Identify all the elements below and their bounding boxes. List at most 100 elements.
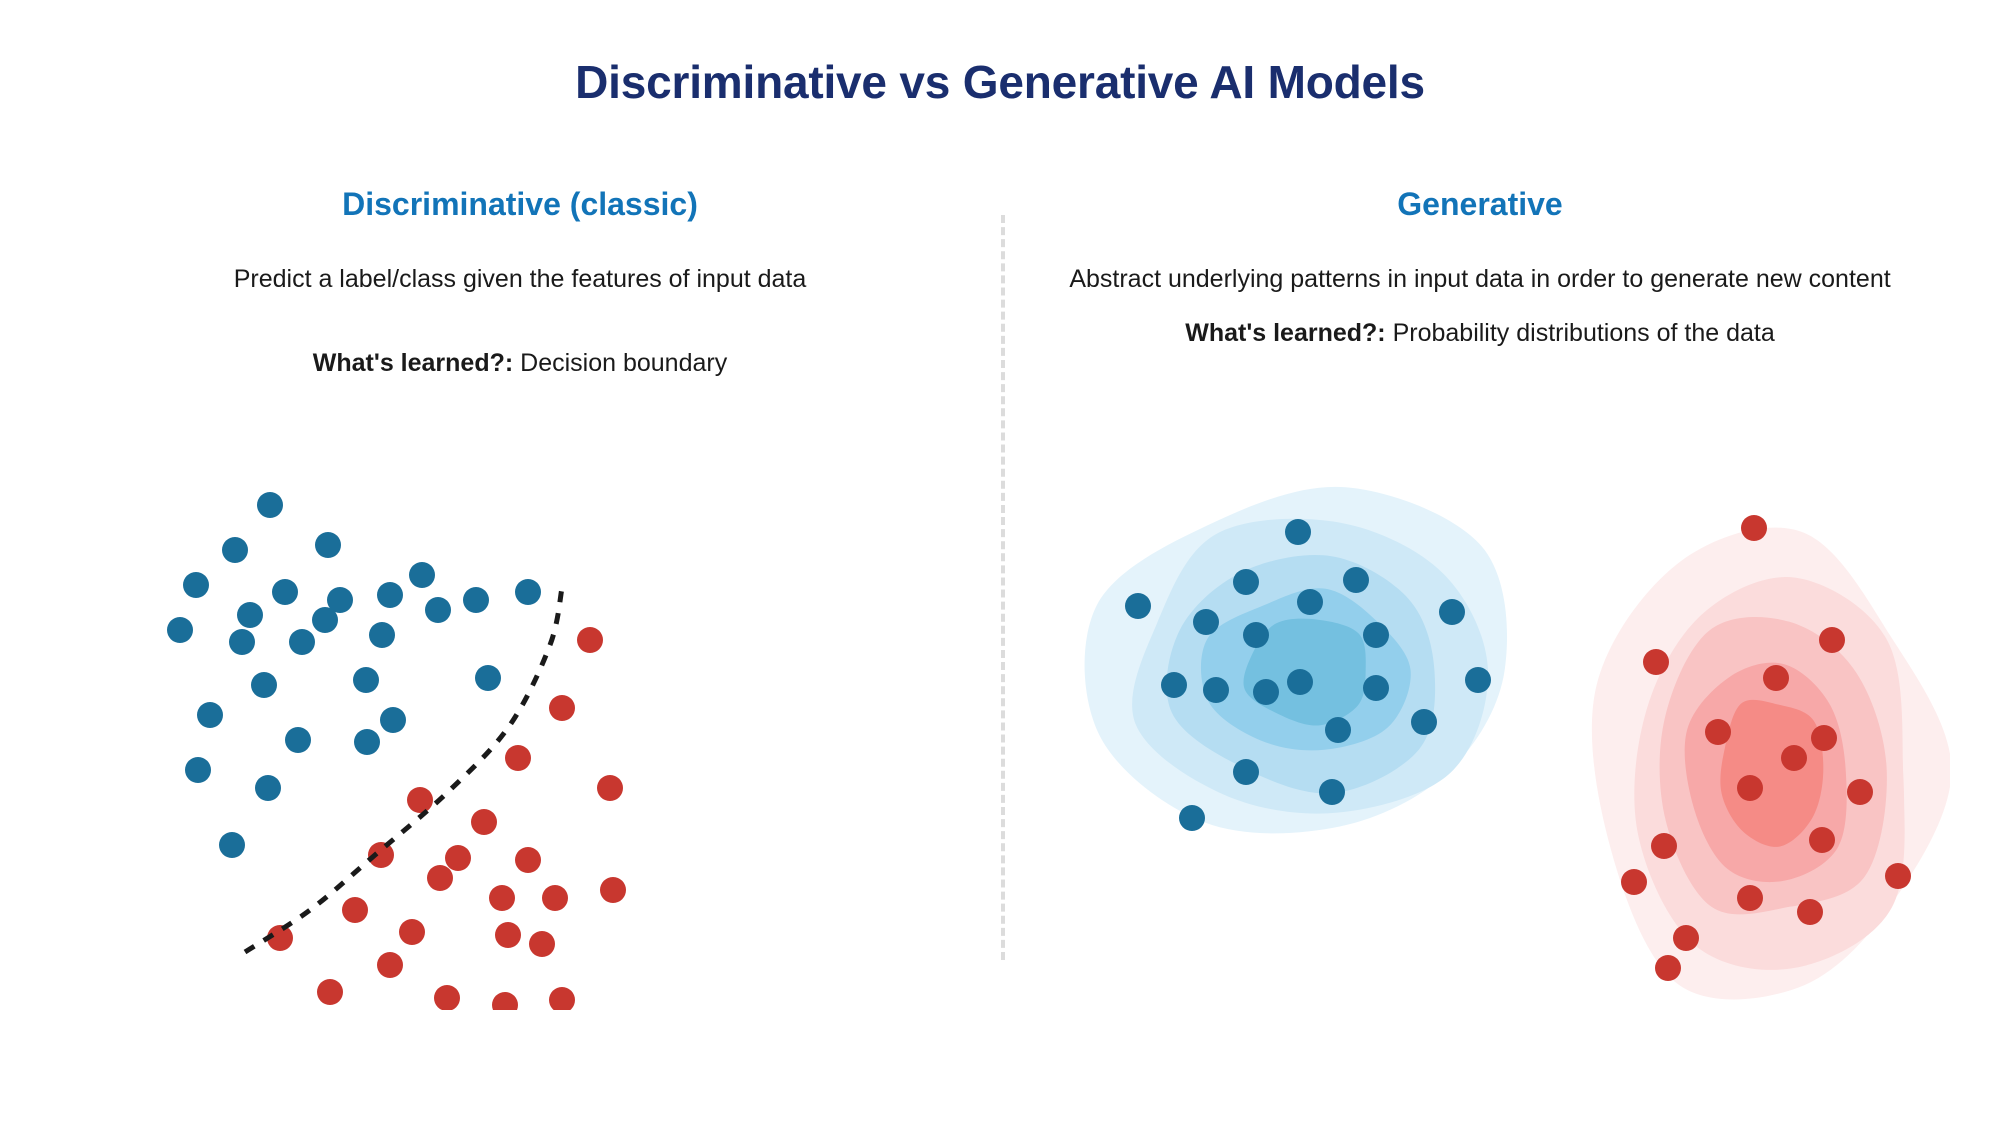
data-point xyxy=(167,617,193,643)
data-point xyxy=(489,885,515,911)
data-point xyxy=(237,602,263,628)
data-point xyxy=(515,847,541,873)
data-point xyxy=(255,775,281,801)
data-point xyxy=(185,757,211,783)
discriminative-learned-label: What's learned?: xyxy=(312,349,514,378)
discriminative-learned-value: Decision boundary xyxy=(513,349,728,378)
data-point xyxy=(267,925,293,951)
data-point xyxy=(1439,599,1465,625)
data-point xyxy=(515,579,541,605)
data-point xyxy=(577,627,603,653)
data-point xyxy=(369,622,395,648)
data-point xyxy=(315,532,341,558)
data-point xyxy=(1233,569,1259,595)
data-point xyxy=(1253,679,1279,705)
data-point xyxy=(1465,667,1491,693)
data-point xyxy=(1203,677,1229,703)
discriminative-column: Discriminative (classic) Predict a label… xyxy=(60,185,980,379)
data-point xyxy=(1285,519,1311,545)
discriminative-learned: What's learned?: Decision boundary xyxy=(60,347,980,379)
data-point xyxy=(1297,589,1323,615)
data-point xyxy=(475,665,501,691)
discriminative-scatter-svg xyxy=(167,492,626,1010)
data-point xyxy=(1737,775,1763,801)
data-point xyxy=(197,702,223,728)
data-point xyxy=(1343,567,1369,593)
discriminative-heading: Discriminative (classic) xyxy=(342,186,698,222)
data-point xyxy=(1885,863,1911,889)
data-point xyxy=(219,832,245,858)
data-point xyxy=(312,607,338,633)
column-divider xyxy=(1001,215,1005,960)
data-point xyxy=(257,492,283,518)
data-point xyxy=(285,727,311,753)
data-point xyxy=(1737,885,1763,911)
data-point xyxy=(377,582,403,608)
data-point xyxy=(289,629,315,655)
data-point xyxy=(1809,827,1835,853)
generative-learned-label: What's learned?: xyxy=(1185,319,1386,348)
data-point xyxy=(342,897,368,923)
data-point xyxy=(1673,925,1699,951)
data-point xyxy=(1655,955,1681,981)
data-point xyxy=(425,597,451,623)
data-point xyxy=(353,667,379,693)
data-point xyxy=(380,707,406,733)
data-point xyxy=(471,809,497,835)
data-point xyxy=(1363,622,1389,648)
data-point xyxy=(377,952,403,978)
data-point xyxy=(1233,759,1259,785)
data-point xyxy=(1621,869,1647,895)
data-point xyxy=(327,587,353,613)
data-point xyxy=(434,985,460,1010)
data-point xyxy=(1651,833,1677,859)
data-point xyxy=(1741,515,1767,541)
data-point xyxy=(1179,805,1205,831)
data-point xyxy=(1705,719,1731,745)
data-point xyxy=(1363,675,1389,701)
data-point xyxy=(1161,672,1187,698)
data-point xyxy=(427,865,453,891)
data-point xyxy=(1193,609,1219,635)
data-point xyxy=(1325,717,1351,743)
data-point xyxy=(1797,899,1823,925)
data-point xyxy=(445,845,471,871)
data-point xyxy=(407,787,433,813)
data-point xyxy=(1243,622,1269,648)
data-point xyxy=(1781,745,1807,771)
density-contour-level-5 xyxy=(1720,699,1824,847)
generative-description: Abstract underlying patterns in input da… xyxy=(1069,265,1891,294)
data-point xyxy=(354,729,380,755)
data-point xyxy=(492,992,518,1010)
data-point xyxy=(505,745,531,771)
generative-column: Generative Abstract underlying patterns … xyxy=(1020,185,1940,349)
data-point xyxy=(1763,665,1789,691)
data-point xyxy=(495,922,521,948)
data-point xyxy=(463,587,489,613)
page-title: Discriminative vs Generative AI Models xyxy=(575,56,1425,108)
data-point xyxy=(399,919,425,945)
data-point xyxy=(409,562,435,588)
data-point xyxy=(597,775,623,801)
scatter-series-cluster-blue xyxy=(1125,519,1491,831)
data-point xyxy=(1319,779,1345,805)
data-point xyxy=(183,572,209,598)
data-point xyxy=(229,629,255,655)
data-point xyxy=(251,672,277,698)
data-point xyxy=(549,987,575,1010)
data-point xyxy=(1643,649,1669,675)
scatter-series-class-blue xyxy=(167,492,541,858)
data-point xyxy=(368,842,394,868)
data-point xyxy=(600,877,626,903)
generative-density-figure xyxy=(1070,470,1950,1010)
data-point xyxy=(317,979,343,1005)
generative-learned: What's learned?: Probability distributio… xyxy=(1020,317,1940,349)
data-point xyxy=(1287,669,1313,695)
data-point xyxy=(1847,779,1873,805)
discriminative-description: Predict a label/class given the features… xyxy=(233,265,807,294)
generative-heading: Generative xyxy=(1397,186,1563,222)
discriminative-scatter-figure xyxy=(150,470,830,1010)
scatter-series-class-red xyxy=(267,627,626,1010)
data-point xyxy=(272,579,298,605)
